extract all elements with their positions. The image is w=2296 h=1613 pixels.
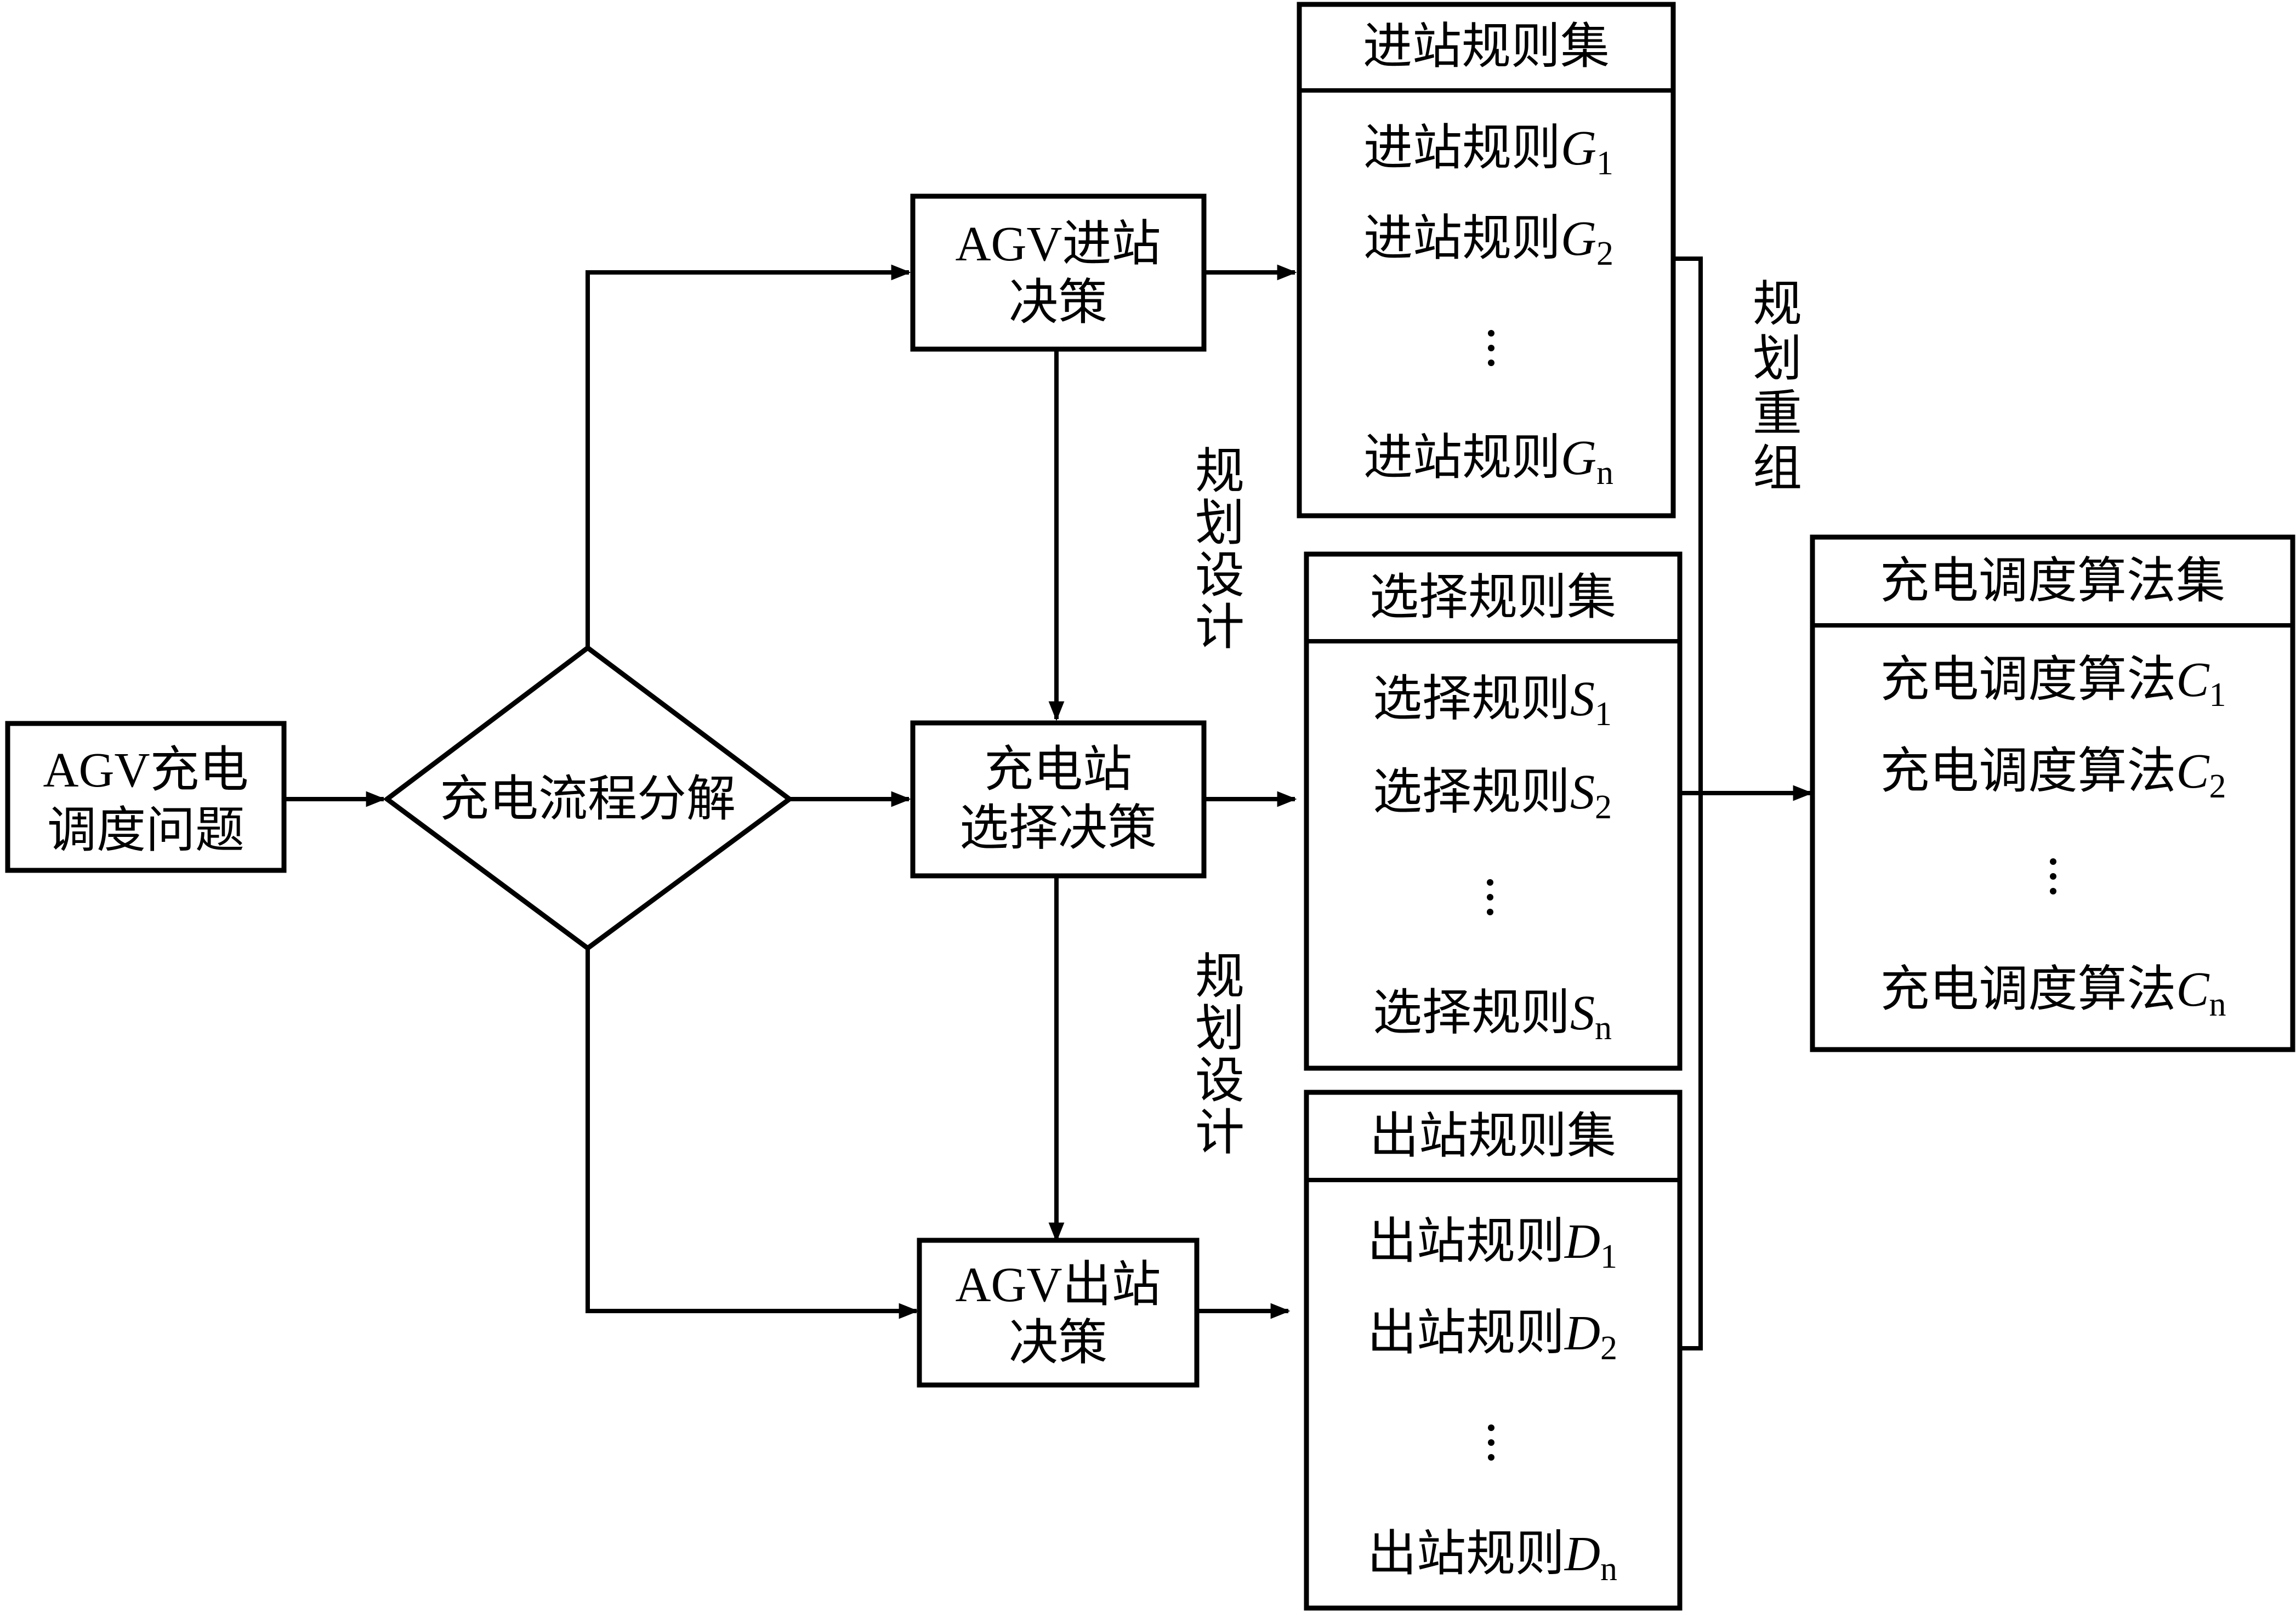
exit-rule-set: 出站规则集 出站规则D1 出站规则D2 出站规则Dn <box>1304 1090 1683 1611</box>
select-decision-box: 充电站 选择决策 <box>910 720 1207 879</box>
design-label-top-char: 规 <box>1195 444 1244 499</box>
exit-decision-box: AGV出站 决策 <box>917 1238 1200 1388</box>
select-decision-line1: 充电站 <box>984 743 1132 797</box>
reorg-bracket <box>1673 257 1703 1350</box>
decompose-diamond-shape <box>383 645 794 951</box>
select-decision-line2: 选择决策 <box>959 801 1157 856</box>
problem-box: AGV充电 调度问题 <box>5 721 287 873</box>
problem-box-frame <box>5 721 287 873</box>
reorg-label-char: 规 <box>1753 277 1802 332</box>
algorithm-set-frame <box>1810 534 2295 1052</box>
select-rule-set-title: 选择规则集 <box>1369 571 1616 625</box>
arrow-decompose-to-entry <box>586 264 911 648</box>
design-label-top-char: 划 <box>1195 497 1244 551</box>
reorg-label: 规 划 重 组 <box>1753 277 1802 496</box>
problem-label-line1: AGV充电 <box>43 743 249 797</box>
design-label-top: 规 划 设 计 <box>1195 444 1244 655</box>
algorithm-set: 充电调度算法集 充电调度算法C1 充电调度算法C2 充电调度算法Cn <box>1810 534 2295 1052</box>
exit-rule-ellipsis <box>1488 1424 1494 1461</box>
reorg-label-char: 重 <box>1753 387 1802 441</box>
select-rule-set: 选择规则集 选择规则S1 选择规则S2 选择规则Sn <box>1304 551 1683 1071</box>
algorithm-ellipsis <box>2050 858 2056 894</box>
design-label-bottom-char: 计 <box>1195 1106 1244 1160</box>
entry-rule-item: 进站规则G2 <box>1363 212 1613 272</box>
design-label-top-char: 计 <box>1195 601 1244 655</box>
exit-decision-frame <box>917 1238 1200 1388</box>
exit-decision-line1: AGV出站 <box>956 1258 1161 1312</box>
entry-rule-item: 进站规则Gn <box>1363 431 1613 492</box>
entry-rule-ellipsis <box>1488 330 1494 366</box>
algorithm-set-title: 充电调度算法集 <box>1880 554 2225 608</box>
design-label-bottom-char: 设 <box>1195 1054 1244 1108</box>
design-label-bottom: 规 划 设 计 <box>1195 950 1244 1160</box>
decompose-diamond: 充电流程分解 <box>383 645 794 951</box>
exit-decision-line2: 决策 <box>1009 1316 1107 1370</box>
problem-label-line2: 调度问题 <box>47 803 245 858</box>
select-rule-item: 选择规则Sn <box>1373 986 1612 1047</box>
select-rule-ellipsis <box>1487 879 1493 915</box>
select-rule-item: 选择规则S2 <box>1373 765 1612 826</box>
design-label-bottom-char: 规 <box>1195 950 1244 1004</box>
arrow-decompose-to-exit <box>586 948 919 1319</box>
reorg-label-char: 划 <box>1753 332 1802 386</box>
select-decision-frame <box>910 720 1207 879</box>
entry-decision-line1: AGV进站 <box>956 217 1161 271</box>
exit-rule-item: 出站规则Dn <box>1367 1527 1617 1588</box>
decompose-label: 充电流程分解 <box>440 772 736 827</box>
algorithm-item: 充电调度算法C1 <box>1880 653 2226 714</box>
reorg-label-char: 组 <box>1753 442 1802 496</box>
design-label-bottom-char: 划 <box>1195 1002 1244 1056</box>
algorithm-item: 充电调度算法Cn <box>1880 962 2226 1023</box>
entry-rule-set-title: 进站规则集 <box>1363 20 1610 74</box>
exit-rule-item: 出站规则D1 <box>1367 1215 1617 1275</box>
design-label-top-char: 设 <box>1195 549 1244 603</box>
entry-rule-set: 进站规则集 进站规则G1 进站规则G2 进站规则Gn <box>1297 2 1676 518</box>
entry-decision-box: AGV进站 决策 <box>910 193 1207 352</box>
connectors <box>284 257 1813 1350</box>
algorithm-item: 充电调度算法C2 <box>1880 744 2226 805</box>
entry-decision-line2: 决策 <box>1009 276 1107 330</box>
exit-rule-set-title: 出站规则集 <box>1369 1109 1616 1164</box>
select-rule-item: 选择规则S1 <box>1373 672 1612 733</box>
exit-rule-item: 出站规则D2 <box>1367 1306 1617 1367</box>
entry-decision-frame <box>910 193 1207 352</box>
entry-rule-item: 进站规则G1 <box>1363 121 1613 182</box>
